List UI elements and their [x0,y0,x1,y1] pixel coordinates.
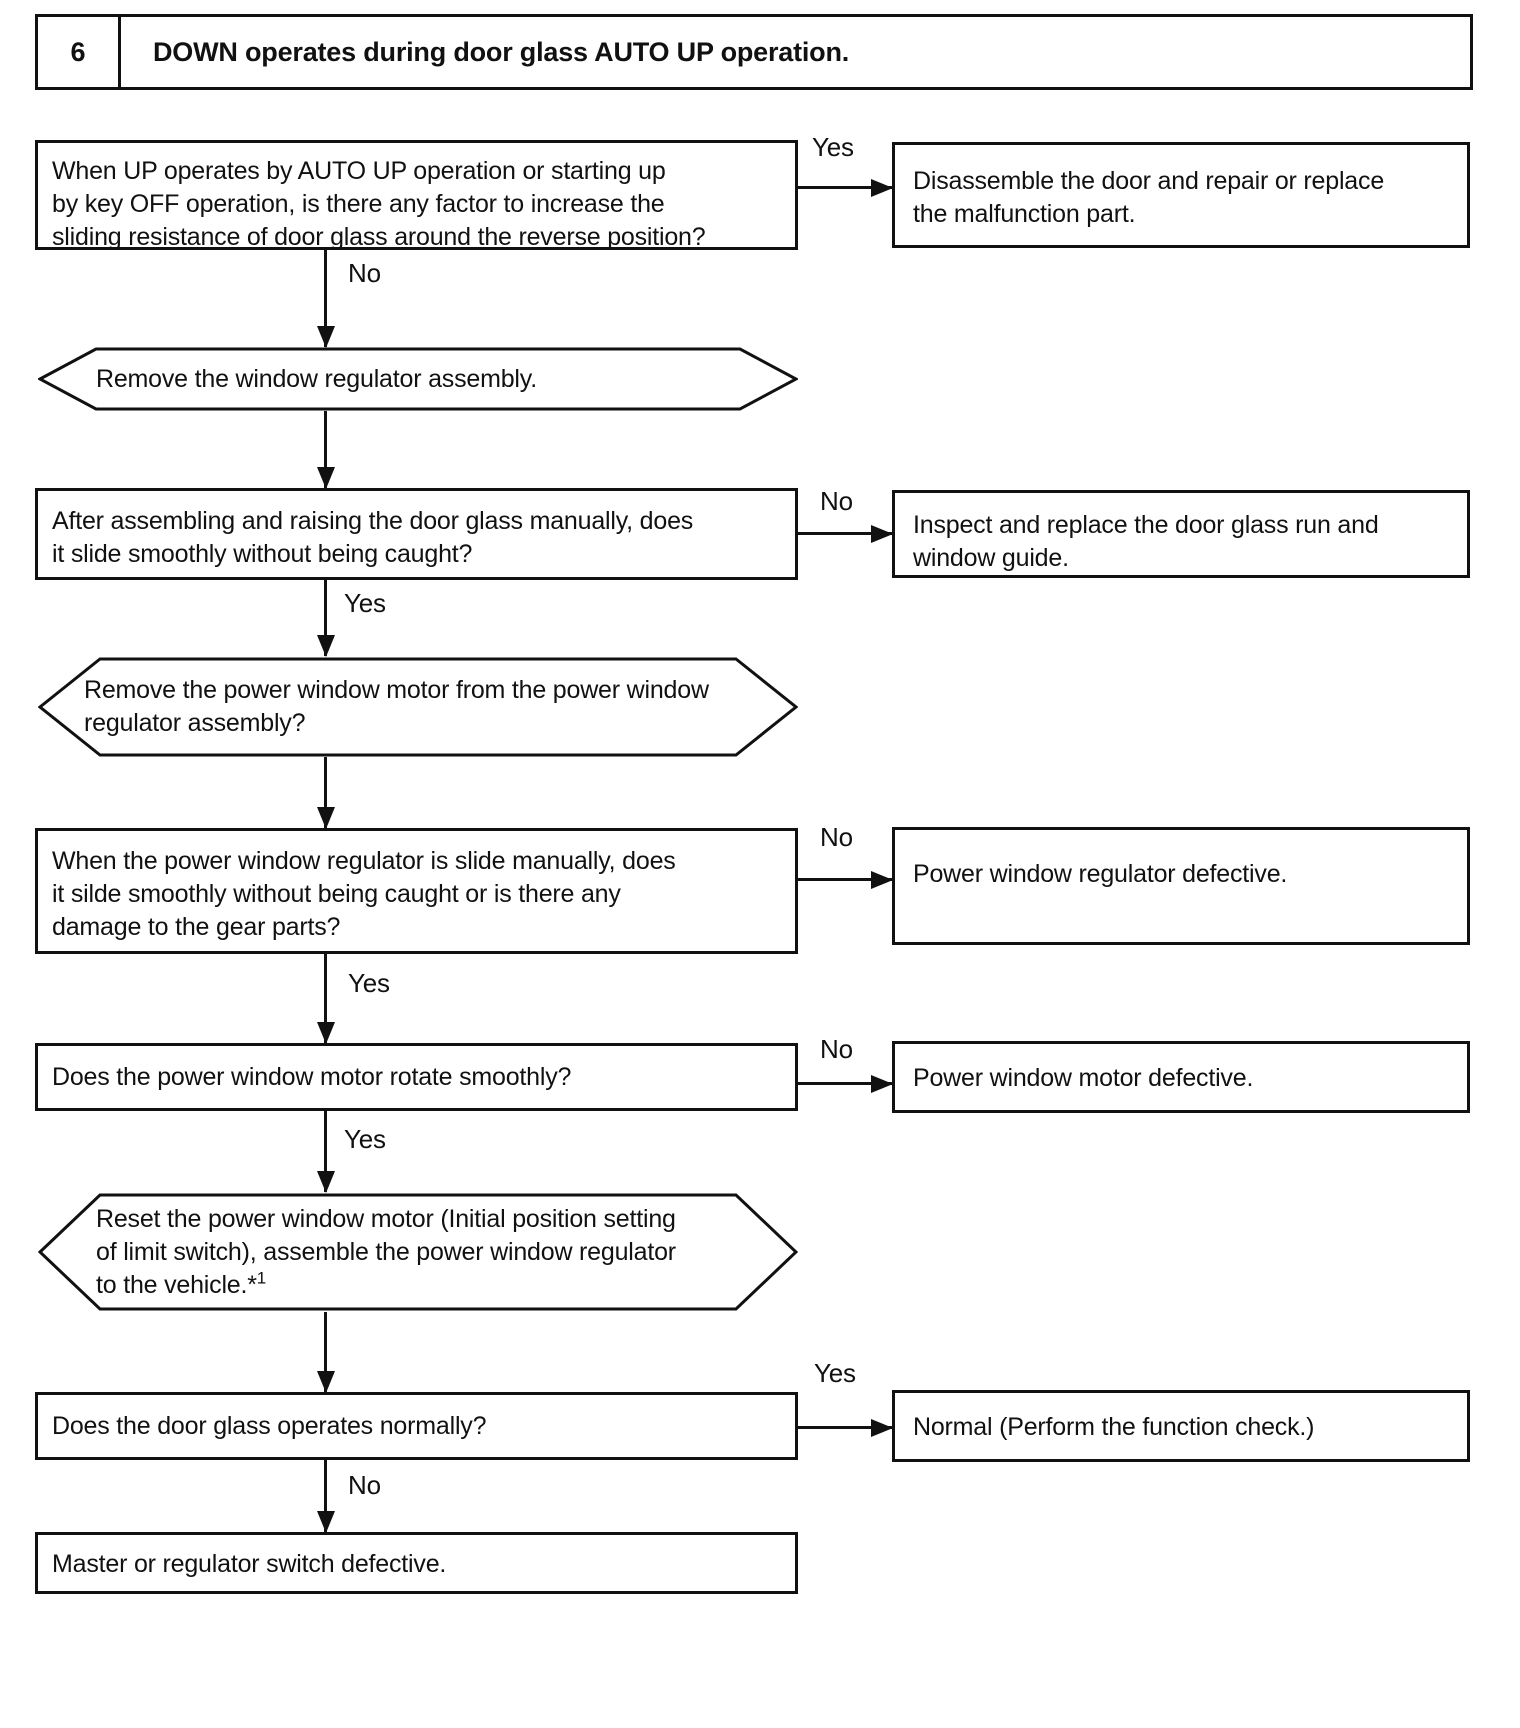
arrow-down-2 [324,411,327,488]
page-title: DOWN operates during door glass AUTO UP … [153,36,850,67]
process-hexagon-reset-motor: Reset the power window motor (Initial po… [38,1192,798,1312]
result-box-motor-defective: Power window motor defective. [892,1041,1470,1113]
decision-box-glass-normal: Does the door glass operates normally? [35,1392,798,1460]
result-box-inspect-glass-run: Inspect and replace the door glass run a… [892,490,1470,578]
label-yes-q4: Yes [344,1124,386,1154]
text-line: Power window regulator defective. [913,860,1288,888]
text-line: it slide smoothly without being caught? [52,540,473,568]
text-line: it silde smoothly without being caught o… [52,880,621,908]
arrow-right-q4 [798,1082,892,1085]
text-line: Does the power window motor rotate smoot… [52,1063,572,1091]
decision-box-glass-slide: After assembling and raising the door gl… [35,488,798,580]
footnote-reference: 1 [256,1268,267,1288]
text-line: Inspect and replace the door glass run a… [913,511,1379,539]
arrow-right-q1 [798,186,892,189]
result-box-disassemble-door: Disassemble the door and repair or repla… [892,142,1470,248]
arrow-down-8 [324,1460,327,1532]
text-line: regulator assembly? [84,709,306,737]
label-no-q4: No [820,1034,853,1064]
text-line: Remove the window regulator assembly. [96,364,537,393]
label-yes-q2: Yes [344,588,386,618]
text-line: Power window motor defective. [913,1064,1254,1092]
result-box-normal: Normal (Perform the function check.) [892,1390,1470,1462]
decision-box-regulator-slide: When the power window regulator is slide… [35,828,798,954]
text-line: to the vehicle.* [96,1270,257,1299]
text-line: Normal (Perform the function check.) [913,1413,1315,1441]
arrow-down-4 [324,757,327,828]
label-yes-q5: Yes [814,1358,856,1388]
text-line: When the power window regulator is slide… [52,847,676,875]
text-line: damage to the gear parts? [52,913,341,941]
step-number: 6 [38,17,121,87]
text-line: Does the door glass operates normally? [52,1412,487,1440]
text-line: Master or regulator switch defective. [52,1550,447,1578]
process-hexagon-remove-motor: Remove the power window motor from the p… [38,657,798,757]
decision-box-auto-up-factor: When UP operates by AUTO UP operation or… [35,140,798,251]
label-no-q1: No [348,258,381,288]
text-line: window guide. [913,544,1069,572]
label-yes-q1: Yes [812,132,854,162]
text-line: to the vehicle.*1 [96,1269,754,1302]
arrow-down-3 [324,580,327,656]
label-no-q2: No [820,486,853,516]
text-line: the malfunction part. [913,200,1136,228]
label-no-q5: No [348,1470,381,1500]
arrow-down-6 [324,1111,327,1192]
text-line: When UP operates by AUTO UP operation or… [52,157,666,185]
text-line: After assembling and raising the door gl… [52,507,694,535]
process-hexagon-remove-regulator: Remove the window regulator assembly. [38,347,798,411]
arrow-down-5 [324,954,327,1043]
header-row: 6 DOWN operates during door glass AUTO U… [35,14,1473,90]
text-line: Reset the power window motor (Initial po… [96,1204,676,1233]
text-line: Remove the power window motor from the p… [84,676,709,704]
text-line: sliding resistance of door glass around … [52,223,706,251]
text-line: by key OFF operation, is there any facto… [52,190,665,218]
hexagon-shape [38,1193,798,1311]
text-line: of limit switch), assemble the power win… [96,1237,676,1266]
label-no-q3: No [820,822,853,852]
result-box-regulator-defective: Power window regulator defective. [892,827,1470,945]
result-box-switch-defective: Master or regulator switch defective. [35,1532,798,1594]
hexagon-shape [38,347,798,411]
arrow-down-7 [324,1312,327,1392]
arrow-right-q5 [798,1426,892,1429]
decision-box-motor-rotate: Does the power window motor rotate smoot… [35,1043,798,1111]
arrow-right-q2 [798,532,892,535]
text-line: Disassemble the door and repair or repla… [913,167,1385,195]
hexagon-shape [38,657,798,757]
label-yes-q3: Yes [348,968,390,998]
arrow-down-1 [324,250,327,347]
arrow-right-q3 [798,878,892,881]
